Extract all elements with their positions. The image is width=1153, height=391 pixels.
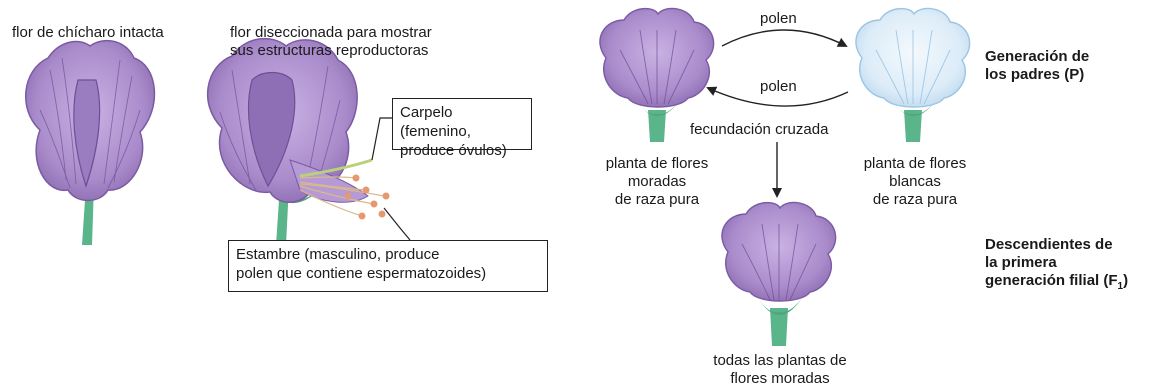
purple-parent-line-3: de raza pura: [614, 191, 700, 208]
parent-generation-label: Generación de los padres (P): [985, 48, 1089, 84]
petal-veins: [39, 57, 141, 189]
stamen-label-line-2: polen que contiene espermatozoides): [236, 265, 487, 282]
intact-flower: [25, 39, 156, 245]
offspring-flower: [721, 201, 837, 346]
dissected-flower: [207, 37, 390, 245]
white-parent-label: planta de flores blancas de raza pura: [835, 155, 995, 209]
cross-fertilization-label: fecundación cruzada: [690, 121, 829, 138]
petal-veins: [741, 223, 817, 301]
stem: [904, 110, 922, 142]
f1-generation-line-3: generación filial (F1): [985, 272, 1129, 292]
white-parent-line-1: planta de flores: [863, 155, 967, 172]
carpel-label-line-2: produce óvulos): [400, 142, 507, 159]
anthers: [344, 174, 390, 220]
purple-parent-line-2: moradas: [627, 173, 687, 190]
carpel-label-line-1: Carpelo (femenino,: [400, 104, 471, 140]
petal-veins: [875, 29, 951, 105]
petal-inner: [247, 71, 296, 188]
f1-generation-line-1: Descendientes de: [985, 236, 1113, 253]
stamen-label-box: Estambre (masculino, produce polen que c…: [228, 240, 548, 292]
stem: [648, 110, 666, 142]
intact-flower-label: flor de chícharo intacta: [12, 24, 164, 41]
pollen-label-top: polen: [760, 10, 797, 27]
stamens: [299, 176, 385, 217]
sepal: [758, 298, 802, 315]
parent-generation-line-2: los padres (P): [985, 66, 1085, 83]
white-parent-line-3: de raza pura: [872, 191, 958, 208]
carpel-callout-line: [371, 117, 392, 161]
offspring-line-1: todas las plantas de: [713, 352, 847, 369]
purple-parent-label: planta de flores moradas de raza pura: [582, 155, 732, 209]
stamen-callout-line: [383, 207, 411, 241]
white-parent-line-2: blancas: [889, 173, 941, 190]
pollen-label-bottom: polen: [760, 78, 797, 95]
petal-keel: [73, 79, 101, 188]
sepal: [892, 100, 936, 116]
sepal: [636, 100, 680, 116]
purple-parent-line-1: planta de flores: [605, 155, 709, 172]
carpel-label-box: Carpelo (femenino, produce óvulos): [392, 98, 532, 159]
petal-veins: [619, 29, 695, 105]
stem: [770, 308, 788, 346]
dissected-label-line-1: flor diseccionada para mostrar: [230, 24, 432, 41]
f1-subscript: 1: [1117, 281, 1124, 292]
pollen-arrow-top: [721, 29, 848, 47]
dissected-flower-label: flor diseccionada para mostrar sus estru…: [230, 24, 432, 60]
f1-generation-label: Descendientes de la primera generación f…: [985, 236, 1129, 292]
pollen-arrow-bottom: [706, 86, 849, 107]
white-parent-flower: [855, 7, 971, 142]
stamen-label-line-1: Estambre (masculino, produce: [236, 246, 440, 263]
offspring-label: todas las plantas de flores moradas: [690, 352, 870, 388]
f1-generation-line-2: la primera: [985, 254, 1057, 271]
dissected-label-line-2: sus estructuras reproductoras: [230, 42, 429, 59]
purple-parent-flower: [599, 7, 715, 142]
f1-generation-text: generación filial (F: [985, 272, 1118, 289]
offspring-line-2: flores moradas: [730, 370, 830, 387]
f1-close-paren: ): [1123, 272, 1129, 289]
carpel: [299, 158, 373, 178]
parent-generation-line-1: Generación de: [985, 48, 1090, 65]
